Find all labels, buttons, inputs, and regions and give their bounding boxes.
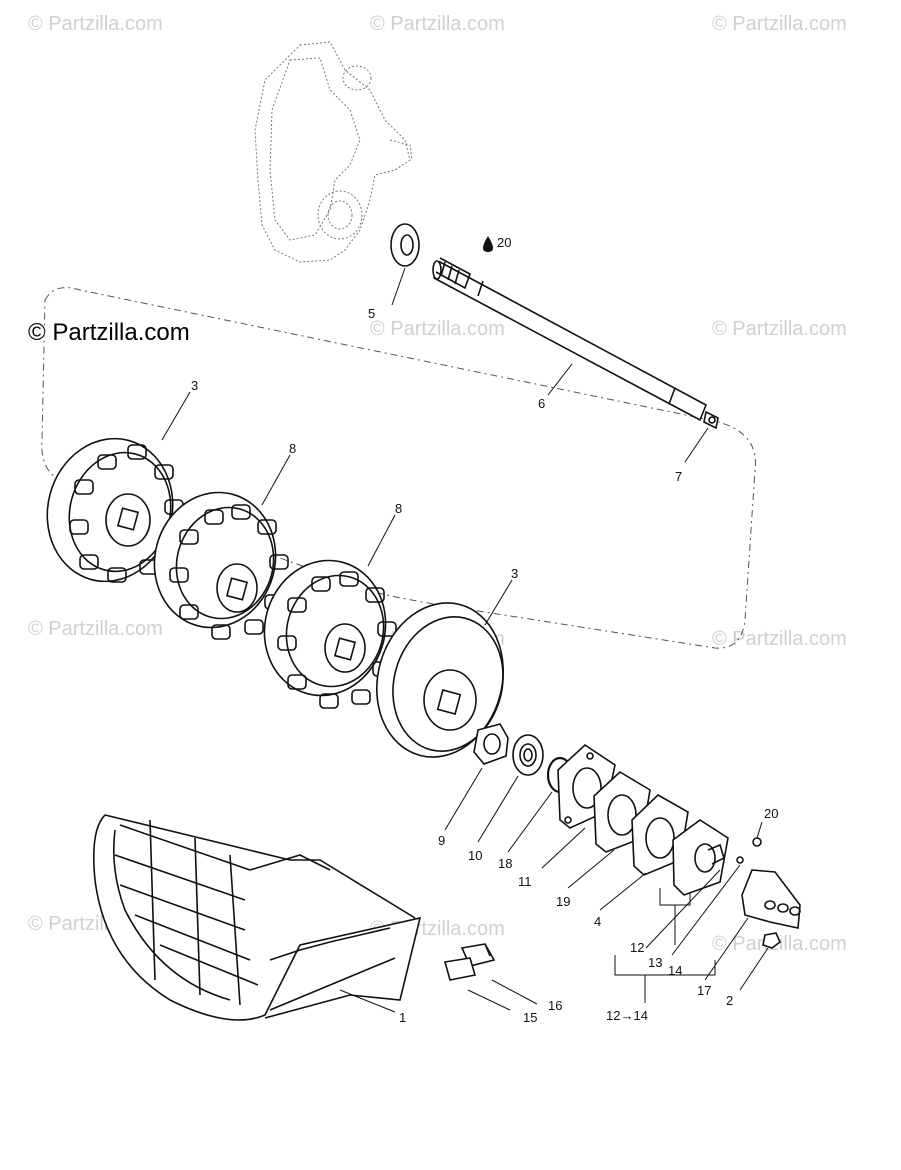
part-9-hub [473, 723, 509, 765]
track-part-1 [92, 814, 422, 1021]
callout-3-left: 3 [191, 378, 198, 393]
sprocket-part-8-second [263, 559, 397, 709]
bracket-part-17 [741, 869, 801, 929]
callout-18: 18 [498, 856, 512, 871]
drive-axle-part-6 [432, 257, 708, 422]
watermark-text: © Partzilla.com [28, 13, 163, 35]
callout-3-right: 3 [511, 566, 518, 581]
watermark-text: © Partzilla.com [370, 318, 505, 340]
bolt-part-7 [703, 410, 719, 430]
callout-20-right: 20 [764, 806, 778, 821]
callout-16: 16 [548, 998, 562, 1013]
washer-part-5 [390, 223, 420, 267]
callout-9: 9 [438, 833, 445, 848]
callout-8-first: 8 [289, 441, 296, 456]
watermark-text: © Partzilla.com [712, 13, 847, 35]
callout-12-to-14: 12→14 [606, 1008, 648, 1023]
bearing-part-10 [512, 734, 544, 776]
callout-6: 6 [538, 396, 545, 411]
callout-12: 12 [630, 940, 644, 955]
callout-14: 14 [668, 963, 682, 978]
callout-13: 13 [648, 955, 662, 970]
callout-20-top: 20 [497, 235, 511, 250]
callout-7: 7 [675, 469, 682, 484]
oil-drop-icon [483, 236, 493, 252]
watermark-text: © Partzilla.com [370, 13, 505, 35]
partzilla-watermark: © Partzilla.com [28, 319, 190, 346]
callout-8-second: 8 [395, 501, 402, 516]
callout-5: 5 [368, 306, 375, 321]
callout-1: 1 [399, 1010, 406, 1025]
sprocket-part-3-left [46, 437, 184, 583]
callout-17: 17 [697, 983, 711, 998]
callout-2: 2 [726, 993, 733, 1008]
watermark-text: © Partzilla.com [712, 628, 847, 650]
fitting-part-20 [752, 837, 762, 847]
clip-part-15 [443, 957, 477, 981]
leader-lines [161, 267, 769, 1013]
sprocket-part-8-first [153, 491, 289, 640]
callout-10: 10 [468, 848, 482, 863]
callout-15: 15 [523, 1010, 537, 1025]
watermark-text: © Partzilla.com [712, 933, 847, 955]
bearing-cap-part-12 [672, 819, 744, 896]
callout-11: 11 [518, 874, 532, 889]
watermark-text: © Partzilla.com [28, 618, 163, 640]
callout-4: 4 [594, 914, 601, 929]
sprocket-part-3-right [376, 602, 504, 758]
chaincase-housing [254, 41, 413, 263]
callout-19: 19 [556, 894, 570, 909]
nut-part-2 [762, 932, 781, 949]
callout-labels: 5 20 6 7 3 8 8 3 9 10 18 11 19 4 12 13 1… [191, 235, 778, 1025]
watermark-text: © Partzilla.com [712, 318, 847, 340]
